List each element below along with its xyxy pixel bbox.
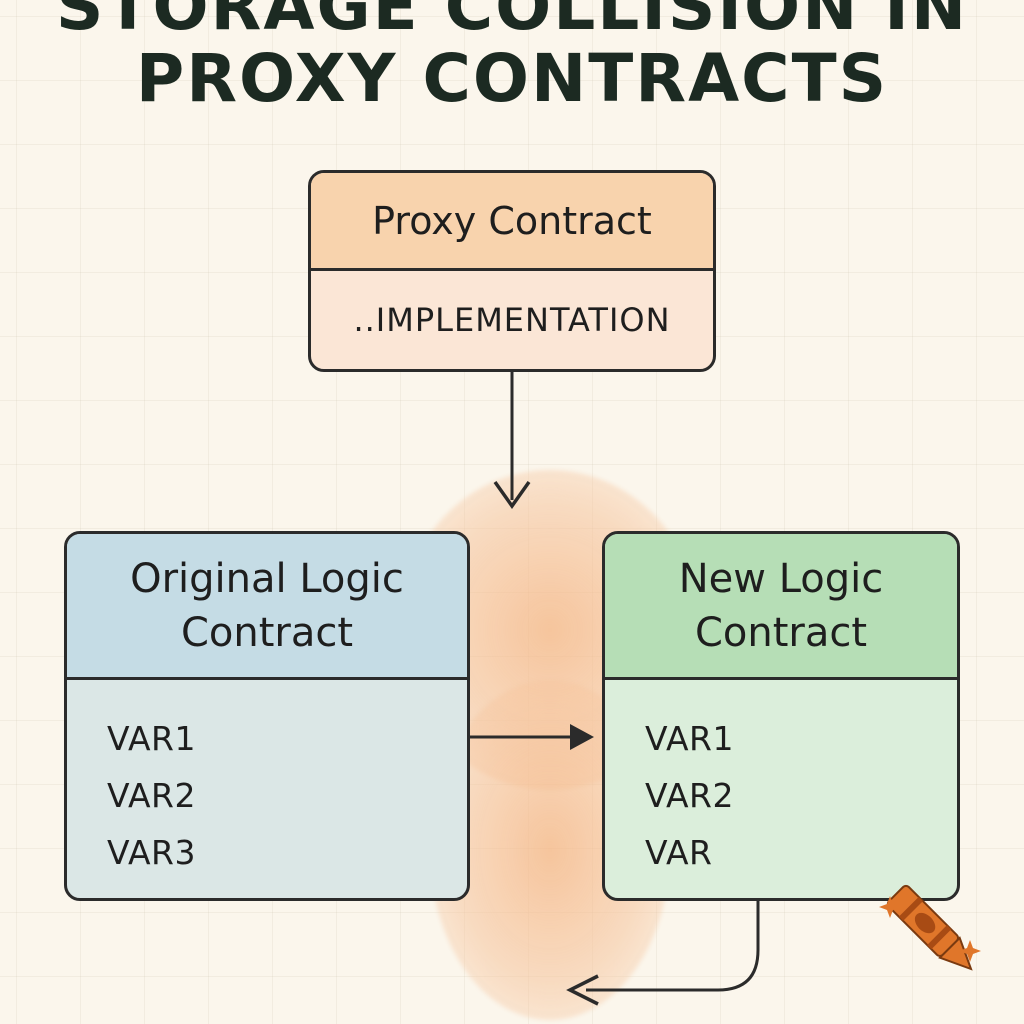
original-logic-contract-box: Original Logic Contract VAR1 VAR2 VAR3 (64, 531, 470, 901)
original-header-line-2: Contract (180, 609, 354, 656)
title-line-2: PROXY CONTRACTS (135, 40, 889, 117)
sparkle-icon (879, 896, 981, 962)
new-header-line-2: Contract (694, 609, 868, 656)
new-var-2: VAR2 (645, 776, 734, 815)
original-var-2: VAR2 (107, 776, 196, 815)
new-var-3: VAR (645, 833, 713, 872)
proxy-implementation-slot: ..IMPLEMENTATION (353, 301, 671, 339)
new-var-1: VAR1 (645, 719, 734, 758)
original-var-3: VAR3 (107, 833, 196, 872)
new-logic-contract-header: New Logic Contract (605, 534, 957, 680)
crayon-icon (879, 884, 981, 971)
original-logic-contract-header: Original Logic Contract (67, 534, 467, 680)
original-var-1: VAR1 (107, 719, 196, 758)
proxy-contract-header: Proxy Contract (311, 173, 713, 271)
new-variables-list: VAR1 VAR2 VAR (605, 680, 957, 881)
proxy-contract-box: Proxy Contract ..IMPLEMENTATION (308, 170, 716, 372)
original-header-line-1: Original Logic (130, 555, 404, 602)
new-header-line-1: New Logic (678, 555, 884, 602)
original-variables-list: VAR1 VAR2 VAR3 (67, 680, 467, 881)
title-line-1: STORAGE COLLISION IN (55, 0, 969, 45)
new-logic-contract-box: New Logic Contract VAR1 VAR2 VAR (602, 531, 960, 901)
